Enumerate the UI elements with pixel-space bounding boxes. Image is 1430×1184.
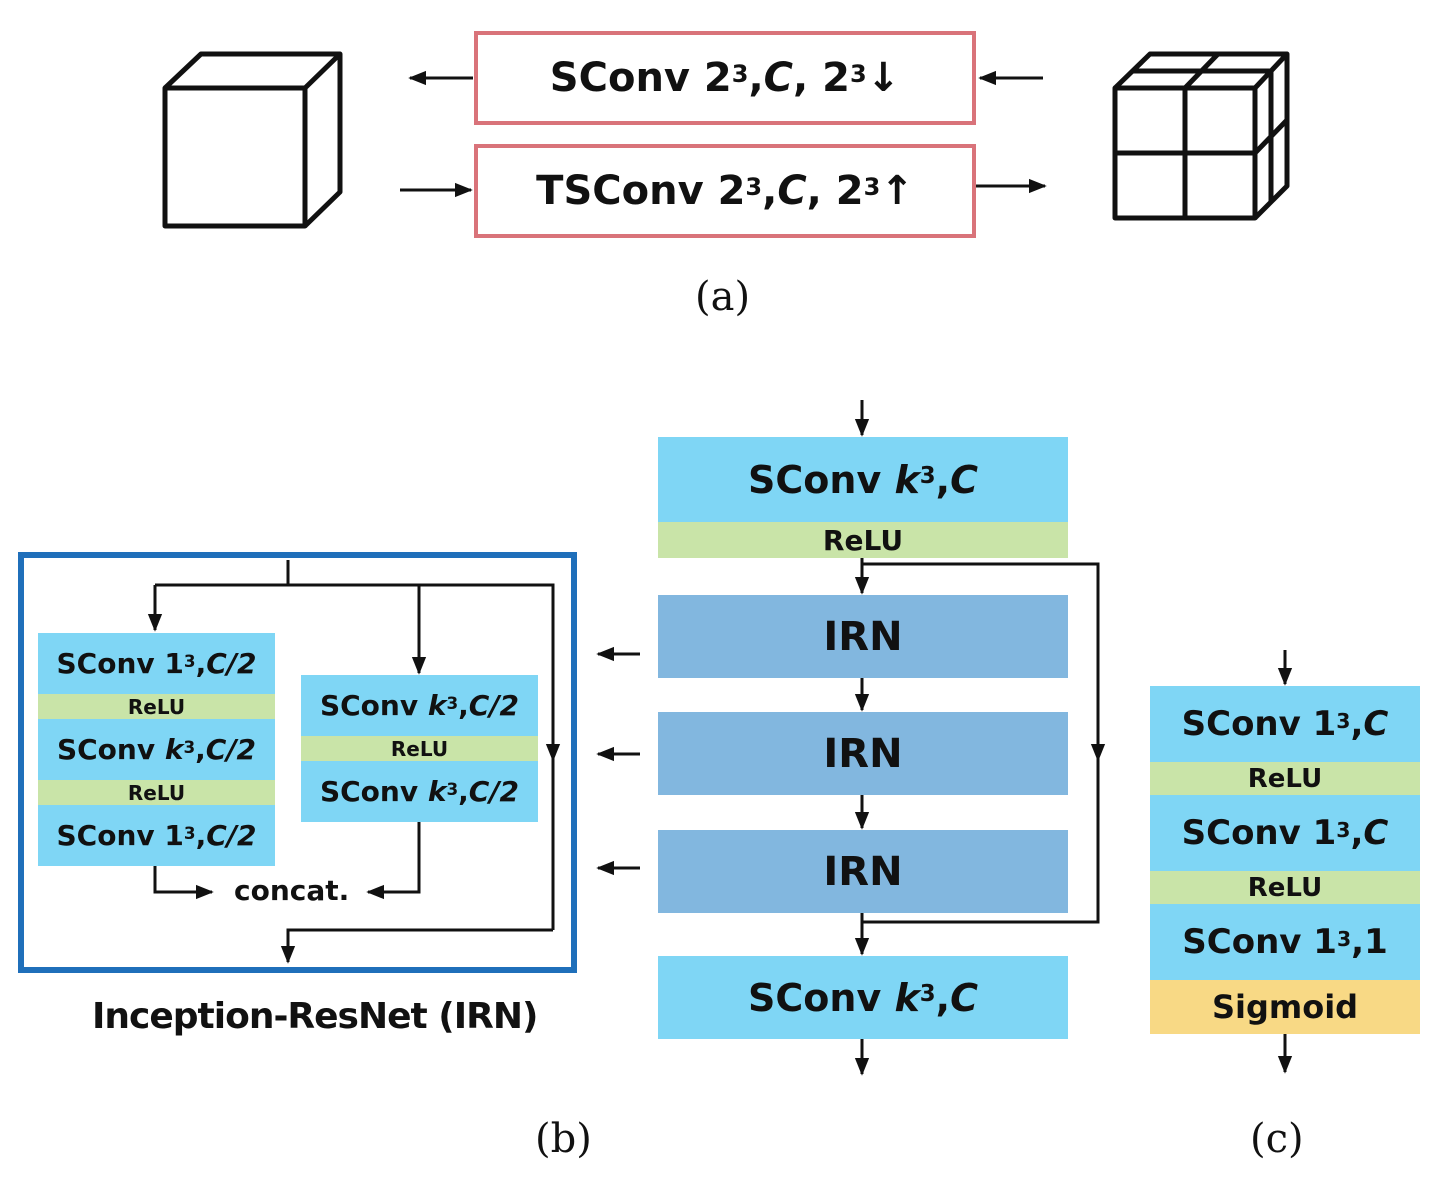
- irn-detail-arrows: [147, 560, 561, 964]
- irn-detail-box: [18, 552, 577, 973]
- c-relu-2: ReLU: [1150, 871, 1420, 904]
- caption-c: (c): [1250, 1116, 1304, 1162]
- irn-left-relu-1: ReLU: [38, 694, 275, 719]
- main-relu: ReLU: [658, 522, 1068, 558]
- irn-block-2: IRN: [658, 712, 1068, 795]
- c-sigmoid: Sigmoid: [1150, 980, 1420, 1034]
- concat-label: concat.: [234, 874, 350, 907]
- c-relu-1: ReLU: [1150, 762, 1420, 795]
- caption-b: (b): [535, 1116, 592, 1162]
- panel-a-arrows: [400, 70, 1047, 198]
- irn-block-1: IRN: [658, 595, 1068, 678]
- single-cube-icon: [162, 51, 343, 229]
- main-column-arrows: [596, 400, 1106, 1076]
- irn-block-3: IRN: [658, 830, 1068, 913]
- caption-a: (a): [695, 274, 751, 320]
- irn-left-relu-2: ReLU: [38, 780, 275, 805]
- irn-title: Inception-ResNet (IRN): [92, 996, 538, 1037]
- irn-right-relu: ReLU: [301, 736, 538, 761]
- octant-cube-icon: [1112, 51, 1290, 221]
